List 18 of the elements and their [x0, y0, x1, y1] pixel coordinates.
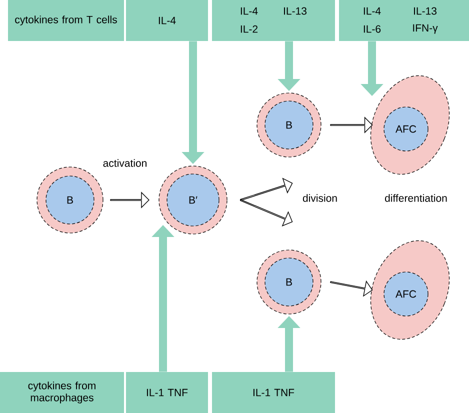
cytokine-band: IL-4 IL-13 IL-6 IFN-γ — [339, 0, 469, 41]
cell: B — [256, 250, 322, 314]
stage-label: division — [302, 194, 337, 202]
cytokine-band: IL-4 IL-13 IL-2 — [212, 0, 335, 41]
edge-label: activation — [103, 159, 146, 167]
cytokine-band: IL-1 TNF — [126, 372, 208, 413]
hollow-arrow — [240, 178, 293, 201]
stage-label: differentiation — [385, 194, 447, 202]
cytokine-band: cytokines from macrophages — [0, 372, 124, 413]
antibody-forming-cell: AFC — [370, 240, 450, 340]
cytokine-band: cytokines from T cells — [8, 0, 124, 41]
hollow-arrow — [240, 199, 293, 226]
cytokine-band: IL-4 — [126, 0, 208, 41]
cytokine-band: IL-1 TNF — [212, 372, 335, 413]
antibody-forming-cell: AFC — [370, 75, 450, 175]
cell: B′ — [158, 166, 228, 234]
cell: B — [36, 166, 104, 234]
cell: B — [256, 92, 322, 158]
